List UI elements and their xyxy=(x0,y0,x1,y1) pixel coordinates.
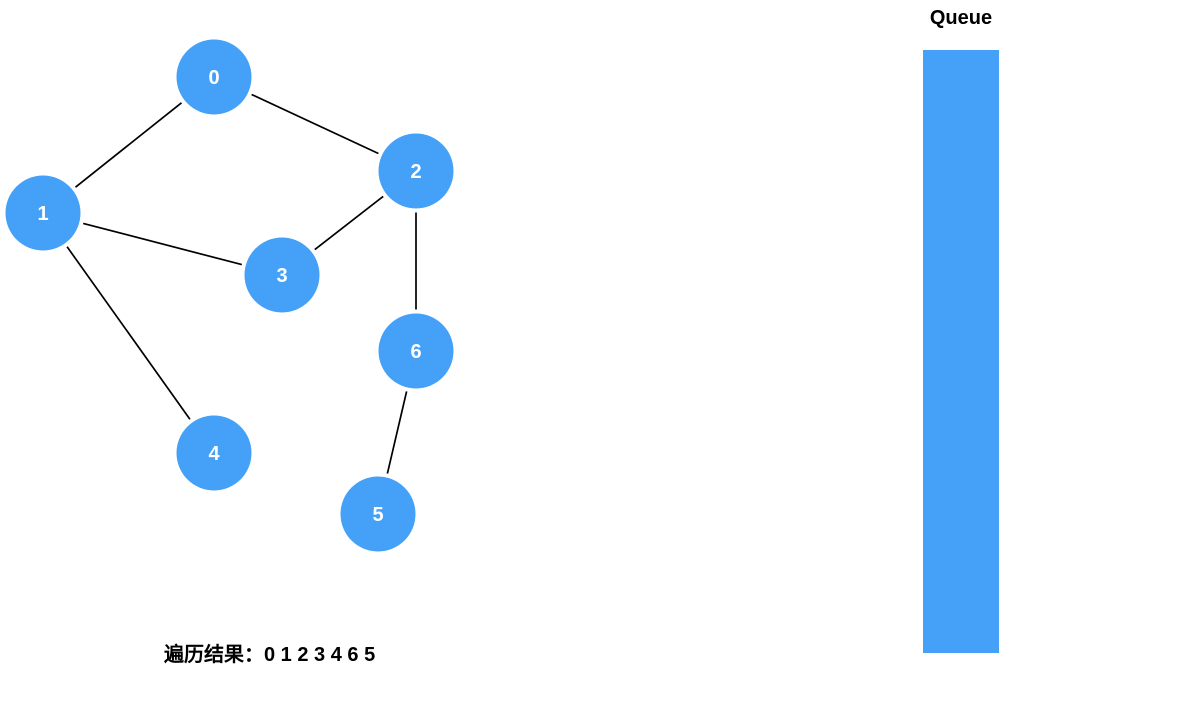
queue-title: Queue xyxy=(929,7,993,29)
graph-node-6: 6 xyxy=(378,313,454,389)
node-circle xyxy=(5,175,81,251)
edge-1-3 xyxy=(82,222,243,266)
graph-node-2: 2 xyxy=(378,133,454,209)
graph-node-3: 3 xyxy=(244,237,320,313)
node-circle xyxy=(244,237,320,313)
queue-container xyxy=(923,50,999,653)
node-label: 1 xyxy=(37,203,48,225)
traversal-result: 遍历结果：0 1 2 3 4 6 5 xyxy=(164,638,375,667)
node-label: 5 xyxy=(372,504,383,526)
graph-node-5: 5 xyxy=(340,476,416,552)
node-label: 0 xyxy=(208,67,219,89)
node-circle xyxy=(176,39,252,115)
node-circle xyxy=(378,313,454,389)
edge-1-4 xyxy=(66,246,191,420)
node-label: 4 xyxy=(208,443,220,465)
node-label: 3 xyxy=(276,265,287,287)
traversal-result-sequence: 0 1 2 3 4 6 5 xyxy=(264,644,376,666)
edge-2-3 xyxy=(314,195,384,251)
node-circle xyxy=(378,133,454,209)
graph-node-1: 1 xyxy=(5,175,81,251)
node-label: 2 xyxy=(410,161,421,183)
node-circle xyxy=(176,415,252,491)
graph-nodes: 0 1 2 3 4 5 6 xyxy=(5,39,454,552)
node-circle xyxy=(340,476,416,552)
graph-node-0: 0 xyxy=(176,39,252,115)
edge-6-5 xyxy=(386,391,408,474)
node-label: 6 xyxy=(410,341,421,363)
edge-0-2 xyxy=(251,93,379,155)
graph-edges xyxy=(66,93,417,474)
graph-node-4: 4 xyxy=(176,415,252,491)
edge-0-1 xyxy=(74,102,183,188)
traversal-result-label: 遍历结果： xyxy=(164,644,264,666)
